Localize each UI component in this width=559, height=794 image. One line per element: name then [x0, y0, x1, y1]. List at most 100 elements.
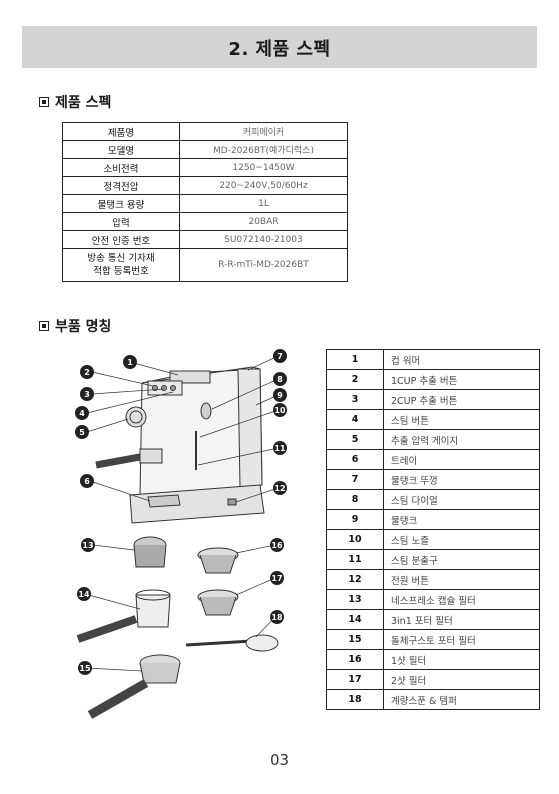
callout-8-badge: 8 — [273, 372, 287, 386]
part-name: 스팀 분출구 — [383, 549, 540, 570]
page-title: 2. 제품 스펙 — [228, 39, 331, 60]
part-name: 추출 압력 게이지 — [383, 429, 540, 450]
power-button — [227, 498, 237, 506]
svg-text:13: 13 — [82, 541, 93, 550]
spec-label: 물탱크 용량 — [62, 194, 180, 213]
part-number: 12 — [326, 569, 384, 590]
parts-diagram: 1 2 3 4 5 6 7 8 9 10 11 12 13 14 15 16 1… — [75, 349, 287, 719]
svg-text:1: 1 — [127, 358, 133, 367]
spec-value: 1250~1450W — [179, 158, 348, 177]
svg-text:5: 5 — [79, 428, 85, 437]
part-name: 스팀 버튼 — [383, 409, 540, 430]
spec-value: 220~240V,50/60Hz — [179, 176, 348, 195]
callout-2-badge: 2 — [80, 365, 94, 379]
part-number: 7 — [326, 469, 384, 490]
spec-label: 방송 통신 기자재 적합 등록번호 — [62, 248, 180, 282]
part-name: 물탱크 뚜껑 — [383, 469, 540, 490]
svg-text:2: 2 — [84, 368, 90, 377]
svg-text:17: 17 — [271, 574, 282, 583]
water-tank — [237, 368, 263, 488]
part-number: 10 — [326, 529, 384, 550]
callout-10-badge: 10 — [273, 403, 287, 417]
part-number: 9 — [326, 509, 384, 530]
svg-text:8: 8 — [277, 375, 283, 384]
parts-section-title-text: 부품 명칭 — [55, 319, 112, 335]
spec-label: 안전 인증 번호 — [62, 230, 180, 249]
part-name: 계량스푼 & 템퍼 — [383, 689, 540, 710]
steam-dial — [200, 402, 212, 420]
spec-value: MD-2026BT(예가디럭스) — [179, 140, 348, 159]
callout-7-badge: 7 — [273, 349, 287, 363]
spec-value: 커피메이커 — [179, 122, 348, 141]
callout-12-badge: 12 — [273, 481, 287, 495]
part-number: 17 — [326, 669, 384, 690]
part-number: 6 — [326, 449, 384, 470]
part-name: 스팀 노즐 — [383, 529, 540, 550]
part-name: 1샷 필터 — [383, 649, 540, 670]
svg-text:11: 11 — [274, 444, 286, 453]
spec-value: 1L — [179, 194, 348, 213]
spec-value: R-R-mTi-MD-2026BT — [179, 248, 348, 282]
part-name: 물탱크 — [383, 509, 540, 530]
portafilter-handle — [95, 453, 141, 469]
svg-text:14: 14 — [78, 590, 90, 599]
part-number: 18 — [326, 689, 384, 710]
part-name: 전원 버튼 — [383, 569, 540, 590]
part-name: 트레이 — [383, 449, 540, 470]
svg-text:12: 12 — [274, 484, 285, 493]
part-name: 컵 워머 — [383, 349, 540, 370]
callout-16-badge: 16 — [270, 538, 284, 552]
drip-tray — [129, 484, 265, 524]
part-name: 스팀 다이얼 — [383, 489, 540, 510]
callout-17-badge: 17 — [270, 571, 284, 585]
callout-1-badge: 1 — [123, 355, 137, 369]
svg-text:10: 10 — [274, 406, 286, 415]
callout-11-badge: 11 — [273, 441, 287, 455]
callout-18-badge: 18 — [270, 610, 284, 624]
spec-section-title: 제품 스펙 — [39, 92, 111, 112]
part-number: 3 — [326, 389, 384, 410]
spec-value: 20BAR — [179, 212, 348, 231]
svg-text:4: 4 — [79, 409, 85, 418]
cup-warmer — [169, 370, 211, 384]
spec-label: 모델명 — [62, 140, 180, 159]
part-number: 11 — [326, 549, 384, 570]
callout-13-badge: 13 — [81, 538, 95, 552]
callout-14-badge: 14 — [77, 587, 91, 601]
part-number: 4 — [326, 409, 384, 430]
part-number: 5 — [326, 429, 384, 450]
spec-label: 제품명 — [62, 122, 180, 141]
spec-label: 정격전압 — [62, 176, 180, 195]
part-number: 8 — [326, 489, 384, 510]
table-row: 방송 통신 기자재 적합 등록번호 R-R-mTi-MD-2026BT — [62, 248, 348, 282]
svg-text:3: 3 — [84, 390, 90, 399]
part-name: 네스프레소 캡슐 필터 — [383, 589, 540, 610]
spec-label-line: 적합 등록번호 — [93, 266, 149, 277]
callout-4-badge: 4 — [75, 406, 89, 420]
spec-label-line: 방송 통신 기자재 — [87, 253, 155, 264]
square-bullet-icon — [39, 321, 49, 331]
part-name: 2샷 필터 — [383, 669, 540, 690]
svg-text:7: 7 — [277, 352, 283, 361]
square-bullet-icon — [39, 97, 49, 107]
